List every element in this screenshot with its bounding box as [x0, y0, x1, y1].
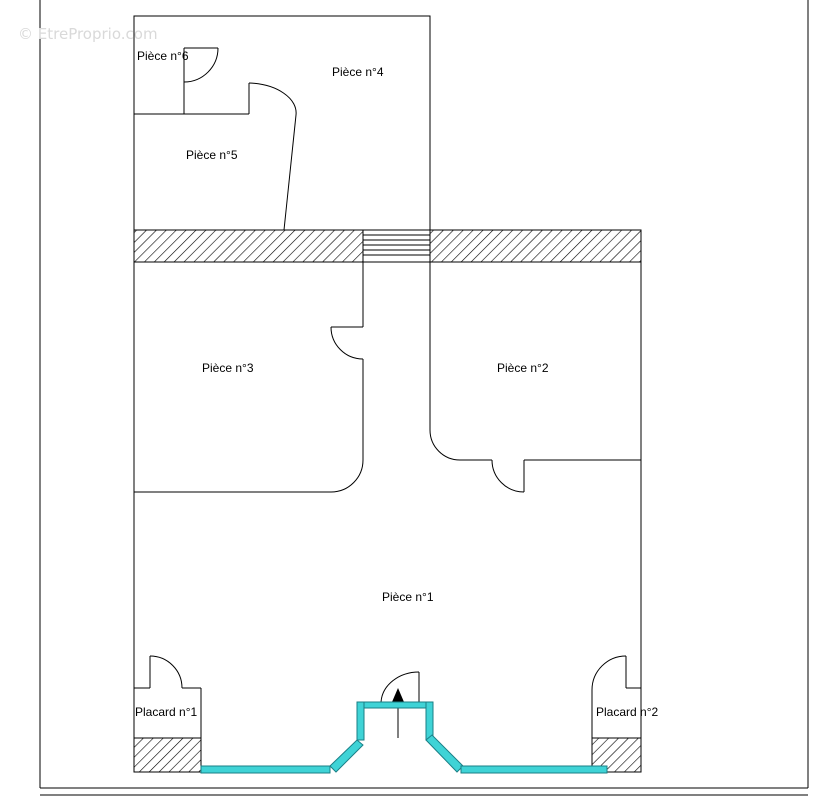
label-placard-2: Placard n°2: [596, 705, 658, 719]
label-piece-6: Pièce n°6: [137, 49, 189, 63]
main-envelope: [133, 262, 642, 773]
label-piece-3: Pièce n°3: [202, 361, 254, 375]
room-labels: Pièce n°6 Pièce n°4 Pièce n°5 Pièce n°3 …: [135, 49, 658, 719]
stairs: [362, 229, 431, 263]
entrance-arrow-icon: [392, 688, 404, 702]
label-piece-5: Pièce n°5: [186, 148, 238, 162]
label-placard-1: Placard n°1: [135, 705, 197, 719]
page-frame: [39, 0, 809, 796]
label-piece-4: Pièce n°4: [332, 65, 384, 79]
hatched-wall-band: [133, 229, 642, 263]
label-piece-2: Pièce n°2: [497, 361, 549, 375]
piece-3-walls: [134, 262, 364, 493]
watermark: © EtreProprio.com: [18, 25, 158, 43]
label-piece-1: Pièce n°1: [382, 590, 434, 604]
front-windows: [200, 701, 608, 774]
piece-2-walls: [429, 262, 641, 493]
placard-1: [133, 655, 202, 773]
